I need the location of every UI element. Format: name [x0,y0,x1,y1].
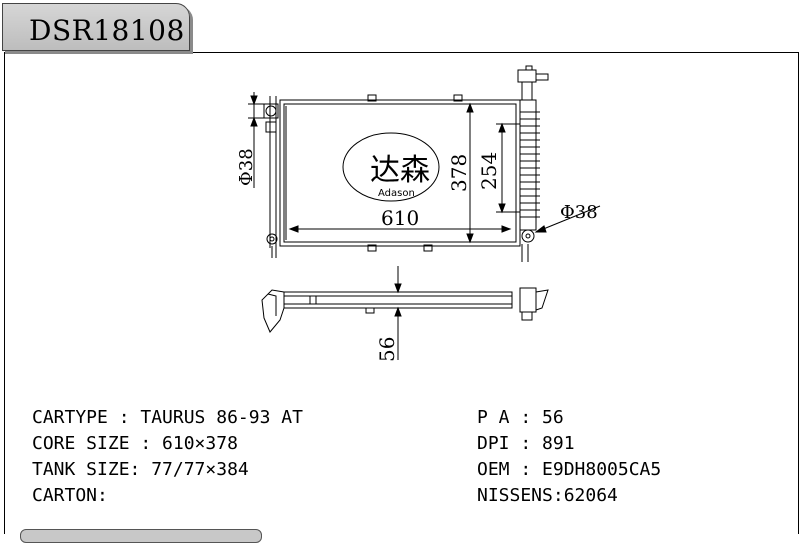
spec-cartype: CARTYPE : TAURUS 86-93 AT [32,407,303,428]
filler-neck [517,65,549,100]
dim-outlet-dia-label: Φ38 [560,202,598,223]
spec-oem: OEM : E9DH8005CA5 [477,459,662,480]
outlet-pipe [521,229,535,262]
adason-logo: 达森 Adason [342,132,440,202]
top-view: 56 [261,266,549,362]
dim-inlet-dia: Φ38 [236,92,266,188]
left-tank [263,96,279,258]
dim-outlet-dia: Φ38 [534,202,601,233]
dim-width-label: 610 [381,206,419,230]
dim-inlet-dia-label: Φ38 [236,148,257,186]
dim-height: 378 [447,102,474,244]
model-code: DSR18108 [29,14,185,47]
spec-core-size: CORE SIZE : 610×378 [32,433,238,454]
spec-carton: CARTON: [32,485,108,506]
logo-brand: Adason [378,188,415,199]
spec-nissens: NISSENS:62064 [477,485,618,506]
dim-tube-height-label: 254 [477,152,501,190]
spec-pa: P A : 56 [477,407,564,428]
dim-tube-height: 254 [477,122,520,214]
title-tab: DSR18108 [2,3,190,51]
top-brackets [367,94,463,252]
drawing-frame [4,52,799,534]
dim-width: 610 [288,206,512,233]
spec-dpi: DPI : 891 [477,433,575,454]
right-tank [519,99,540,231]
dim-depth-label: 56 [375,337,399,362]
spec-tank-size: TANK SIZE: 77/77×384 [32,459,249,480]
logo-chinese: 达森 [370,153,430,188]
dim-height-label: 378 [447,154,471,192]
